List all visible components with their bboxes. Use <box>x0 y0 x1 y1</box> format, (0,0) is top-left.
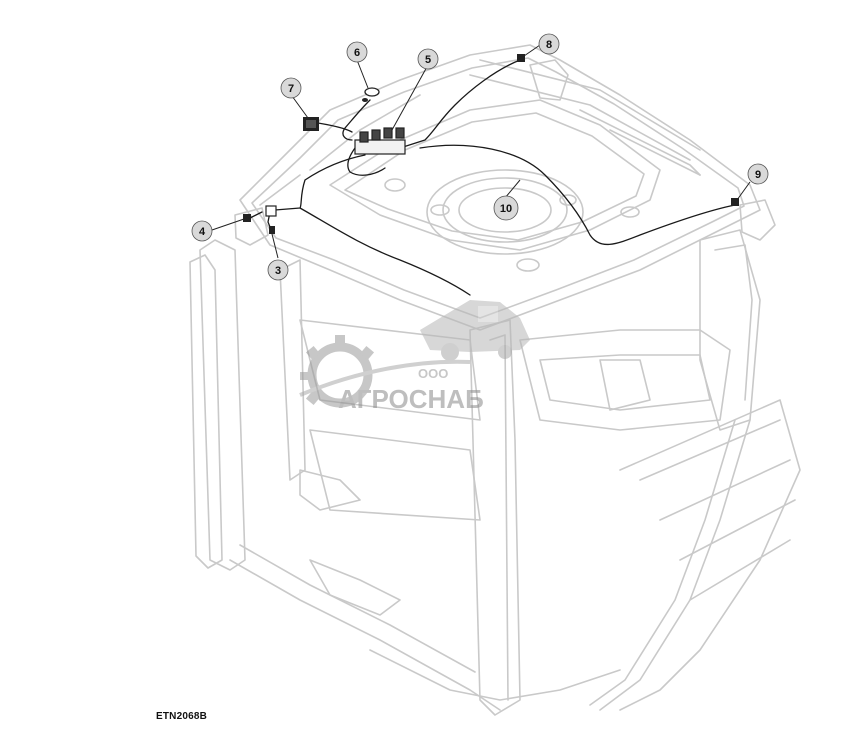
harvester-icon <box>420 300 530 361</box>
svg-text:10: 10 <box>500 203 512 215</box>
cab-outline <box>189 44 801 716</box>
small-connector <box>362 87 380 102</box>
svg-text:6: 6 <box>354 47 360 59</box>
components <box>243 54 739 234</box>
callout-3: 3 <box>267 259 289 281</box>
switch-block <box>303 117 319 131</box>
rear-right-connector <box>731 198 739 206</box>
callout-10: 10 <box>493 195 519 221</box>
left-ground-connector <box>269 226 275 234</box>
callout-7: 7 <box>280 77 302 99</box>
svg-text:4: 4 <box>199 226 206 238</box>
svg-text:7: 7 <box>288 83 294 95</box>
callout-6: 6 <box>346 41 368 63</box>
callout-4: 4 <box>191 220 213 242</box>
callout-9: 9 <box>747 163 769 185</box>
callouts: 3 4 5 6 7 8 9 10 <box>191 33 769 281</box>
svg-text:9: 9 <box>755 169 761 181</box>
callout-8: 8 <box>538 33 560 55</box>
svg-text:ООО: ООО <box>418 366 448 381</box>
callout-leaders <box>211 44 751 259</box>
callout-5: 5 <box>417 48 439 70</box>
left-junction <box>265 205 277 217</box>
watermark-logo: ООО АГРОСНАБ <box>299 300 530 414</box>
relay-module <box>354 127 406 155</box>
svg-text:5: 5 <box>425 54 431 66</box>
left-lamp-connector <box>243 214 251 222</box>
svg-text:АГРОСНАБ: АГРОСНАБ <box>338 384 484 414</box>
svg-text:8: 8 <box>546 39 552 51</box>
svg-text:3: 3 <box>275 265 281 277</box>
front-right-connector <box>517 54 525 62</box>
figure-code: ETN2068B <box>156 711 208 722</box>
